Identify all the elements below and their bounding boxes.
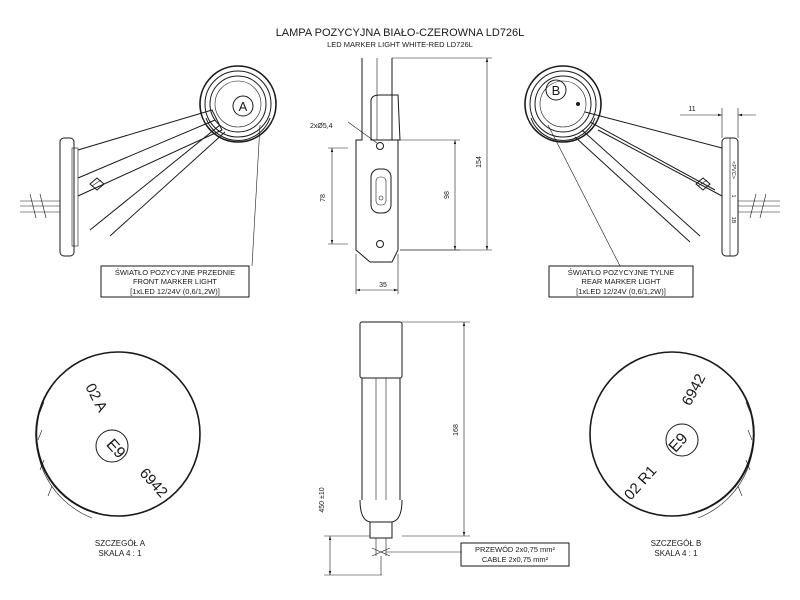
detail-b: E9 6942 02 R1 <box>589 351 755 519</box>
detail-a-code-bottom: 6942 <box>136 465 171 501</box>
rear-cable-stub <box>738 193 780 219</box>
mount-hole-top <box>376 142 384 150</box>
detail-b-scale: SKALA 4 : 1 <box>654 549 698 558</box>
dim-35: 35 <box>379 282 387 289</box>
detail-b-callout <box>545 79 567 101</box>
hole-diameter-dim: 2xØ5,4 <box>310 123 333 130</box>
cable-label-pl: PRZEWÓD 2x0,75 mm² <box>475 545 556 554</box>
detail-b-title: SZCZEGÓŁ B <box>651 539 702 548</box>
rear-mark-1: 1 <box>730 194 736 197</box>
detail-a-scale: SKALA 4 : 1 <box>98 549 142 558</box>
front-cable-stub <box>20 193 60 219</box>
front-view-dimensions: 168 450 ±10 <box>319 321 470 576</box>
front-light-label-pl: ŚWIATŁO POZYCYJNE PRZEDNIE <box>115 268 235 277</box>
detail-a-e-mark <box>95 429 129 463</box>
rear-light-label-pl: ŚWIATŁO POZYCYJNE TYLNE <box>568 268 674 277</box>
front-view <box>359 321 403 575</box>
dim-98: 98 <box>444 191 451 199</box>
mount-hole-bottom <box>376 240 384 248</box>
detail-a-letter: A <box>239 99 248 114</box>
rear-mark-pvc: <PVC> <box>730 161 736 179</box>
drawing-subtitle: LED MARKER LIGHT WHITE-RED LD726L <box>327 40 473 49</box>
dim-11: 11 <box>688 106 695 113</box>
dim-168: 168 <box>453 424 460 436</box>
rear-light-spec: [1xLED 12/24V (0,6/1,2W)] <box>576 287 666 296</box>
detail-a: E9 02 A 6942 <box>35 351 201 519</box>
detail-b-letter: B <box>552 83 561 98</box>
rear-light-label-box <box>548 265 694 298</box>
cable-label-box <box>460 542 570 567</box>
front-light-label-en: FRONT MARKER LIGHT <box>133 277 217 286</box>
front-light-label-box <box>100 265 250 298</box>
rear-light-label-en: REAR MARKER LIGHT <box>581 277 661 286</box>
detail-a-callout <box>232 95 254 117</box>
drawing-title: LAMPA POZYCYJNA BIAŁO-CZEROWNA LD726L <box>276 27 525 39</box>
side-view: 2xØ5,4 <box>310 58 401 263</box>
detail-a-code-top: 02 A <box>81 381 110 415</box>
rear-mark-1b: 1B <box>730 217 736 224</box>
dim-450: 450 ±10 <box>319 487 326 512</box>
detail-a-mark: E9 <box>102 436 128 462</box>
dim-78: 78 <box>320 194 327 202</box>
front-light-spec: [1xLED 12/24V (0,6/1,2W)] <box>130 287 220 296</box>
detail-a-title: SZCZEGÓŁ A <box>95 539 146 548</box>
detail-b-code-bottom: 02 R1 <box>621 462 660 503</box>
detail-b-mark: E9 <box>666 430 692 456</box>
dim-154: 154 <box>476 156 483 168</box>
cable-label-en: CABLE 2x0,75 mm² <box>482 555 549 564</box>
detail-b-code-top: 6942 <box>679 371 710 408</box>
rear-light-view: B <PVC> 1 1B 11 <box>524 65 780 267</box>
side-view-dimensions: 78 98 154 35 <box>320 57 492 294</box>
detail-b-e-mark <box>665 423 699 457</box>
front-light-view: A <box>20 65 277 267</box>
